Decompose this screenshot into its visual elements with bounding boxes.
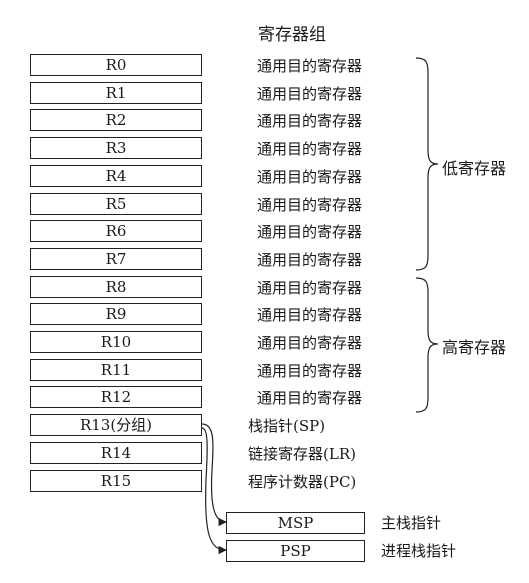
register-box: R6	[30, 220, 202, 242]
register-description: 通用目的寄存器	[257, 362, 363, 380]
register-box: R11	[30, 359, 202, 381]
register-description: 通用目的寄存器	[257, 196, 363, 214]
high-registers-label: 高寄存器	[442, 338, 507, 357]
register-box: R15	[30, 470, 202, 492]
register-description: 通用目的寄存器	[257, 85, 363, 103]
register-box: R5	[30, 193, 202, 215]
register-box: R13(分组)	[30, 414, 202, 436]
psp-box: PSP	[226, 540, 365, 562]
register-box: R4	[30, 165, 202, 187]
r13-to-msp-arrow	[201, 423, 227, 527]
register-description: 程序计数器(PC)	[248, 473, 357, 491]
low-registers-label: 低寄存器	[442, 159, 507, 178]
register-box: R10	[30, 331, 202, 353]
register-description: 通用目的寄存器	[257, 140, 363, 158]
register-description: 通用目的寄存器	[257, 57, 363, 75]
register-description: 通用目的寄存器	[257, 389, 363, 407]
register-box: R1	[30, 82, 202, 104]
register-description: 通用目的寄存器	[257, 112, 363, 130]
register-box: R9	[30, 303, 202, 325]
register-box: R8	[30, 276, 202, 298]
register-description: 通用目的寄存器	[257, 279, 363, 297]
register-box: R0	[30, 54, 202, 76]
register-box: R2	[30, 109, 202, 131]
register-description: 栈指针(SP)	[248, 417, 326, 435]
msp-box: MSP	[226, 512, 365, 534]
register-description: 通用目的寄存器	[257, 306, 363, 324]
diagram-title: 寄存器组	[258, 25, 326, 45]
register-description: 链接寄存器(LR)	[248, 445, 356, 463]
low-registers-brace	[415, 57, 439, 271]
register-description: 通用目的寄存器	[257, 334, 363, 352]
register-description: 通用目的寄存器	[257, 223, 363, 241]
register-box: R14	[30, 442, 202, 464]
register-box: R7	[30, 248, 202, 270]
r13-to-psp-arrow	[201, 427, 227, 555]
psp-label: 进程栈指针	[381, 542, 457, 560]
register-description: 通用目的寄存器	[257, 168, 363, 186]
register-box: R12	[30, 386, 202, 408]
register-box: R3	[30, 137, 202, 159]
high-registers-brace	[415, 277, 439, 413]
msp-label: 主栈指针	[381, 514, 442, 532]
register-description: 通用目的寄存器	[257, 251, 363, 269]
